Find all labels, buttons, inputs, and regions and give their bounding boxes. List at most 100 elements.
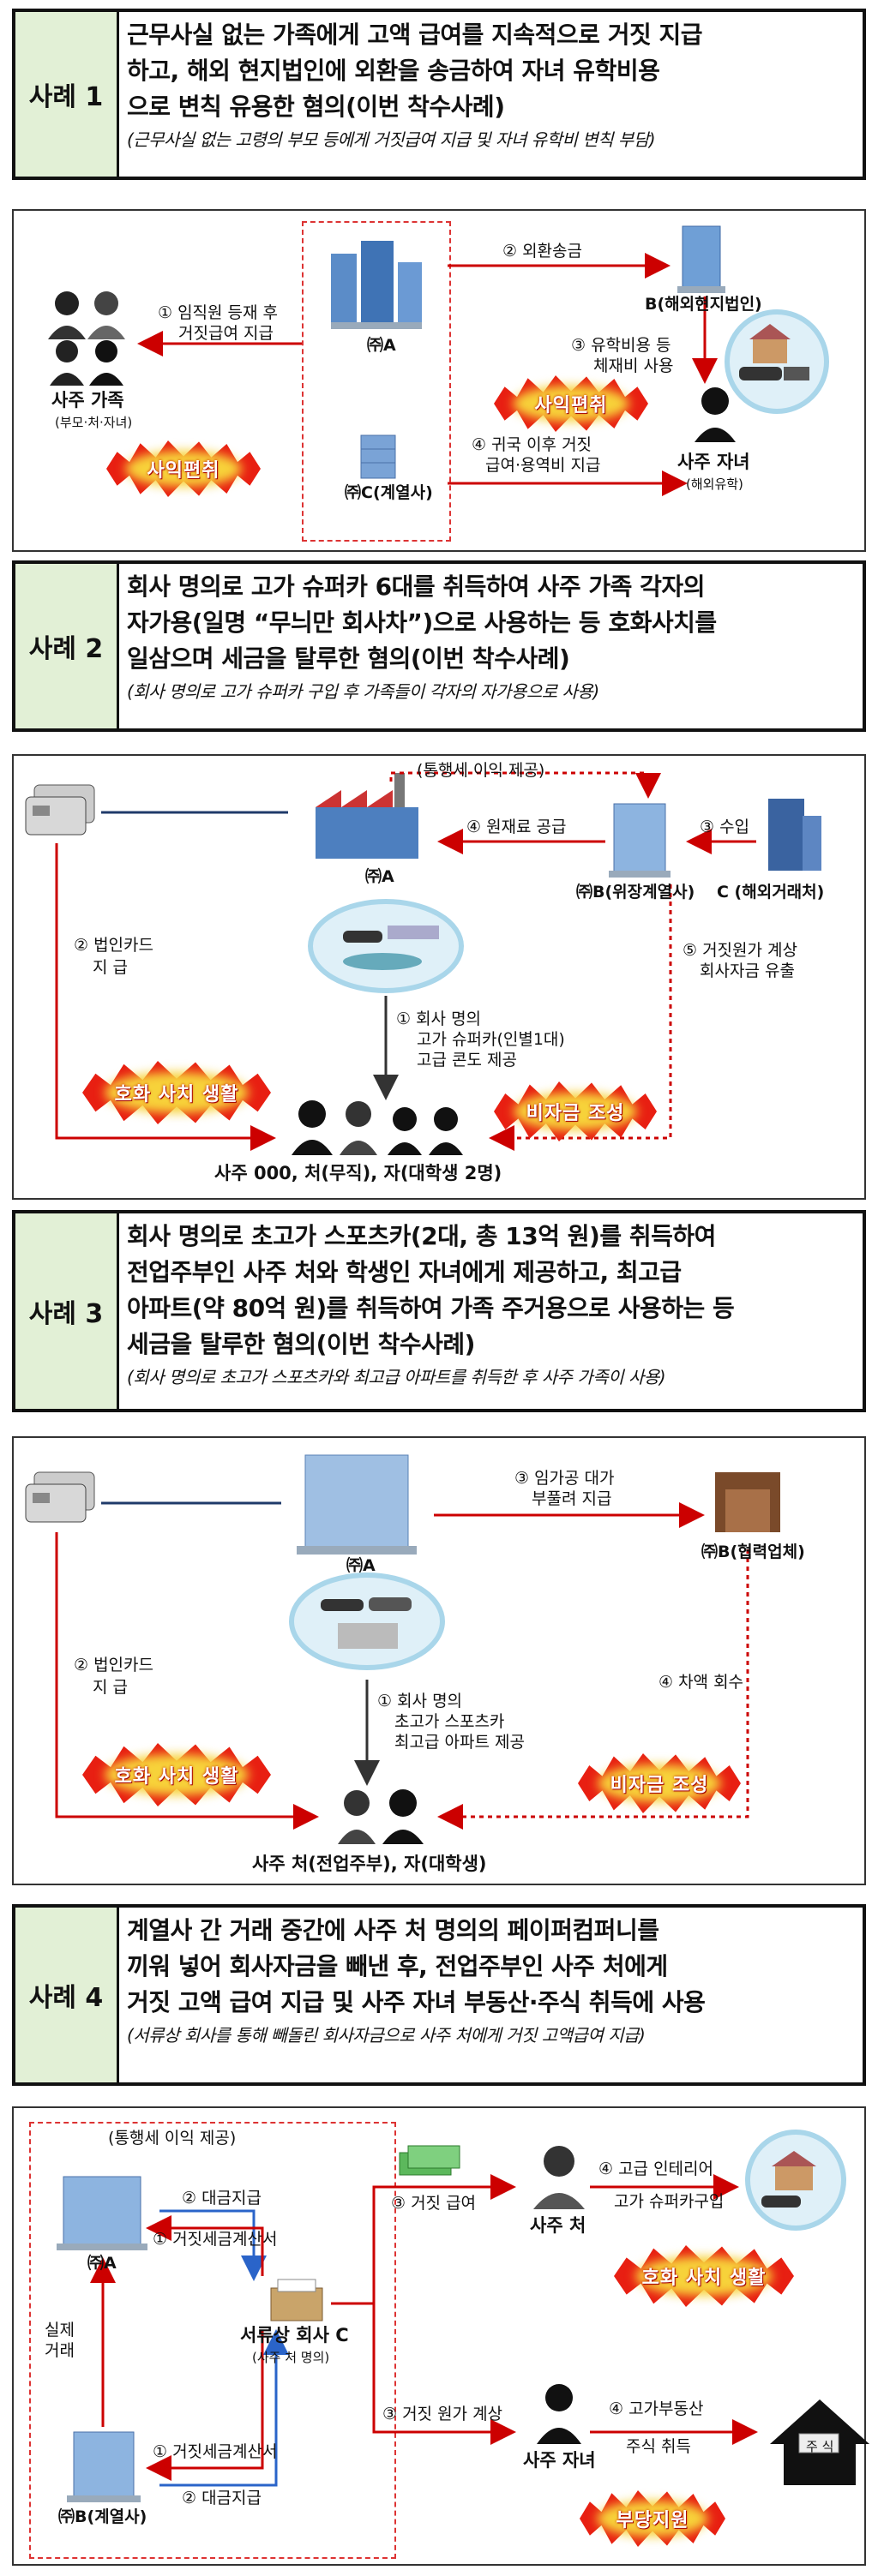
case2-svg (25, 771, 821, 1155)
case3-svg (25, 1454, 780, 1844)
estate-label-line1: ④ 고가부동산 (609, 2399, 704, 2418)
arrow2-label: ② 외환송금 (502, 242, 582, 261)
case2-top-note: (통행세 이익 제공) (417, 761, 545, 780)
wife-person-icon (533, 2146, 585, 2209)
invoice2-label: ① 거짓세금계산서 (153, 2442, 278, 2461)
company-a-label: ㈜A (365, 867, 394, 886)
company-a-label: ㈜A (87, 2254, 117, 2273)
arrow-card-label-line1: ② 법인카드 (74, 1656, 153, 1674)
family-label: 사주 가족 (51, 390, 124, 410)
burst-self-dealing: 사익편취 (494, 375, 648, 432)
company-b-label: ㈜B(계열사) (58, 2507, 147, 2526)
invoice1-label: ① 거짓세금계산서 (153, 2230, 278, 2249)
burst-luxury: 호화 사치 생활 (82, 1061, 271, 1124)
luxury-circle-icon (745, 2130, 846, 2231)
credit-card-icon (25, 784, 95, 836)
case1-header: 사례 1 근무사실 없는 가족에게 고액 급여를 지속적으로 거짓 지급 하고,… (12, 9, 866, 180)
case4-top-note: (통행세 이익 제공) (108, 2129, 237, 2148)
case3-header: 사례 3 회사 명의로 초고가 스포츠카(2대, 총 13억 원)를 취득하여 … (12, 1210, 866, 1412)
arrow-process-label-line2: 부풀려 지급 (532, 1489, 612, 1508)
stock-label: 주 식 (806, 2439, 834, 2454)
burst-luxury: 호화 사치 생활 (614, 2245, 794, 2307)
arrow-card-label-line2: 지 급 (93, 958, 128, 977)
wife-label: 사주 처 (530, 2215, 586, 2236)
case1-group-frame (302, 221, 451, 542)
arrow-process-label-line1: ③ 임가공 대가 (514, 1469, 615, 1488)
arrow-car-label-line3: 고급 콘도 제공 (417, 1051, 517, 1069)
case4-title-line1: 계열사 간 거래 중간에 사주 처 명의의 페이퍼컴퍼니를 (127, 1916, 659, 1944)
luxury-label-line1: ④ 고급 인테리어 (598, 2160, 713, 2178)
case1-label: 사례 1 (15, 12, 119, 177)
child-person-icon (537, 2384, 581, 2444)
arrow-car-label-line2: 고가 슈퍼카(인별1대) (417, 1030, 565, 1049)
case2-title-line2: 자가용(일명 “무늬만 회사차”)으로 사용하는 등 호화사치를 (127, 608, 717, 637)
document-tray-icon (270, 2279, 323, 2321)
case3-subtitle: (회사 명의로 초고가 스포츠카와 최고급 아파트를 취득한 후 사주 가족이 … (127, 1367, 666, 1387)
case4-header: 사례 4 계열사 간 거래 중간에 사주 처 명의의 페이퍼컴퍼니를 끼워 넣어… (12, 1904, 866, 2086)
case3-title-line1: 회사 명의로 초고가 스포츠카(2대, 총 13억 원)를 취득하여 (127, 1222, 716, 1250)
case1-svg (48, 225, 829, 496)
case2-people-label: 사주 000, 처(무직), 자(대학생 2명) (214, 1163, 502, 1183)
case2-header: 사례 2 회사 명의로 고가 슈퍼카 6대를 취득하여 사주 가족 각자의 자가… (12, 560, 866, 732)
case2-title-line3: 일삼으며 세금을 탈루한 혐의(이번 착수사례) (127, 644, 570, 673)
arrow-fake-label-line2: 회사자금 유출 (700, 962, 795, 980)
arrow-car-label-line3: 최고급 아파트 제공 (394, 1733, 525, 1752)
case3-label: 사례 3 (15, 1213, 119, 1409)
arrow-supply-label: ④ 원재료 공급 (466, 818, 567, 836)
pay1-label: ② 대금지급 (182, 2189, 262, 2208)
case1-diagram: ㈜A ㈜C(계열사) B(해외현지법인) 사주 가족 (부모·처·자녀) 사주 … (12, 209, 866, 552)
burst-unfair-support: 부당지원 (580, 2490, 725, 2547)
case1-title-line3: 으로 변칙 유용한 혐의(이번 착수사례) (127, 93, 505, 121)
case2-diagram: (통행세 이익 제공) ㈜A ㈜B(위장계열사) C (해외거래처) ④ 원재료… (12, 754, 866, 1200)
family-sub-label: (부모·처·자녀) (55, 415, 133, 430)
burst-luxury: 호화 사치 생활 (82, 1743, 271, 1806)
building-icon (609, 803, 671, 878)
burst-slush-fund: 비자금 조성 (494, 1081, 657, 1141)
company-b-label: ㈜B(협력업체) (701, 1543, 805, 1561)
building-icon (768, 799, 821, 871)
pay2-label: ② 대금지급 (182, 2489, 262, 2507)
arrow3-label-line2: 체재비 사용 (593, 356, 674, 375)
arrow-card-label-line2: 지 급 (93, 1678, 128, 1697)
credit-card-icon (25, 1471, 95, 1523)
arrow-car-label-line1: ① 회사 명의 (377, 1692, 463, 1710)
arrow-import-label: ③ 수입 (700, 818, 750, 836)
company-c-label: C (해외거래처) (717, 883, 825, 902)
case1-subtitle: (근무사실 없는 고령의 부모 등에게 거짓급여 지급 및 자녀 유학비 변칙 … (127, 129, 656, 150)
case1-title-line2: 하고, 해외 현지법인에 외환을 송금하여 자녀 유학비용 (127, 57, 660, 85)
factory-icon (316, 773, 418, 859)
building-icon (67, 2431, 141, 2502)
arrow4-label-line1: ④ 귀국 이후 거짓 (472, 435, 592, 454)
fake-salary-label: ③ 거짓 급여 (391, 2194, 477, 2213)
building-icon (360, 434, 396, 479)
arrow-car-label-line2: 초고가 스포츠카 (394, 1712, 505, 1731)
case3-title-line4: 세금을 탈루한 혐의(이번 착수사례) (127, 1330, 475, 1358)
arrow-refund-label: ④ 차액 회수 (658, 1673, 744, 1692)
burst-slush-fund: 비자금 조성 (578, 1753, 741, 1813)
real-trade-label-line2: 거래 (45, 2341, 75, 2360)
case4-diagram: (통행세 이익 제공) ㈜A ㈜B(계열사) 서류상 회사 C (사주 처 명의… (12, 2106, 869, 2566)
case3-title-line2: 전업주부인 사주 처와 학생인 자녀에게 제공하고, 최고급 (127, 1258, 682, 1286)
arrow1-label-line1: ① 임직원 등재 후 (158, 303, 279, 322)
company-b-label: ㈜B(위장계열사) (576, 883, 695, 902)
case4-label: 사례 4 (15, 1908, 119, 2082)
child-label: 사주 자녀 (677, 452, 750, 472)
sportscar-apartment-icon (289, 1573, 445, 1670)
arrow4-label-line2: 급여·용역비 지급 (485, 456, 601, 475)
case3-diagram: ㈜A ㈜B(협력업체) ③ 임가공 대가 부풀려 지급 ② 법인카드 지 급 ①… (12, 1436, 866, 1885)
child-label: 사주 자녀 (523, 2450, 596, 2471)
warehouse-icon (715, 1472, 780, 1532)
arrow3-label-line1: ③ 유학비용 등 (571, 336, 671, 355)
company-b-label: B(해외현지법인) (645, 295, 762, 314)
case4-title-line2: 끼워 넣어 회사자금을 빼낸 후, 전업주부인 사주 처에게 (127, 1952, 668, 1980)
case4-title-line3: 거짓 고액 급여 지급 및 사주 자녀 부동산·주식 취득에 사용 (127, 1988, 706, 2016)
company-c-label: ㈜C(계열사) (345, 483, 433, 502)
case4-group-frame (29, 2122, 396, 2559)
case1-title-line1: 근무사실 없는 가족에게 고액 급여를 지속적으로 거짓 지급 (127, 21, 702, 49)
building-icon (331, 241, 422, 329)
real-trade-label-line1: 실제 (45, 2321, 75, 2339)
fake-cost-label: ③ 거짓 원가 계상 (382, 2405, 503, 2423)
arrow-car-label-line1: ① 회사 명의 (396, 1009, 482, 1028)
building-icon (677, 225, 725, 293)
luxury-circle-icon (725, 309, 829, 414)
